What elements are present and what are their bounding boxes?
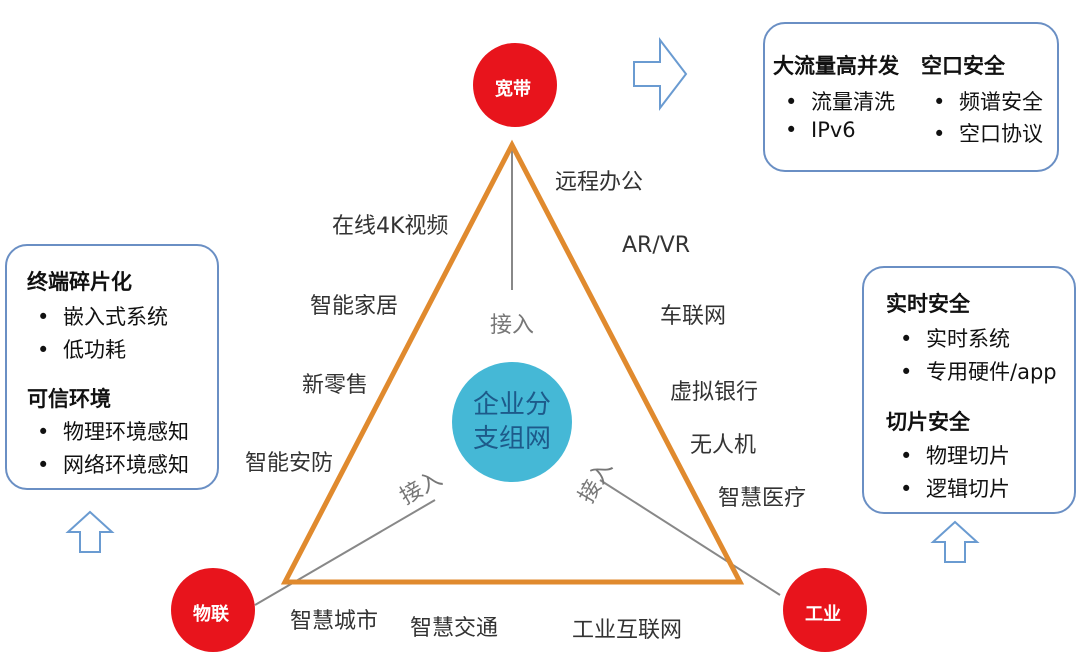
box-right: 实时安全 实时系统 专用硬件/app 切片安全 物理切片 逻辑切片 xyxy=(862,266,1076,514)
spoke-left xyxy=(254,499,436,606)
box-right-section2-item2: 逻辑切片 xyxy=(900,473,1010,503)
bottom-label-2: 智慧交通 xyxy=(410,616,499,641)
arrow-up-left-icon xyxy=(65,510,115,553)
box-top-right-title-b: 空口安全 xyxy=(921,54,1005,78)
center-line-2: 支组网 xyxy=(472,424,551,454)
bottom-label-3: 工业互联网 xyxy=(572,618,683,643)
box-top-right-title-a: 大流量高并发 xyxy=(773,54,899,78)
box-right-section1-item2: 专用硬件/app xyxy=(900,356,1057,386)
left-label-2: 智能家居 xyxy=(310,294,399,319)
arrow-right-icon xyxy=(633,37,688,111)
node-iot-circle xyxy=(171,568,255,652)
box-left-section1-title: 终端碎片化 xyxy=(27,270,132,294)
right-label-6: 智慧医疗 xyxy=(718,486,807,511)
node-broadband-label: 宽带 xyxy=(495,79,531,100)
box-right-section2-title: 切片安全 xyxy=(886,410,970,434)
box-top-right-item-b2: 空口协议 xyxy=(933,118,1043,148)
box-left-section2-item2: 网络环境感知 xyxy=(37,449,189,479)
box-left-section1-item1: 嵌入式系统 xyxy=(37,301,168,331)
box-left: 终端碎片化 嵌入式系统 低功耗 可信环境 物理环境感知 网络环境感知 xyxy=(5,244,219,490)
triangle xyxy=(280,139,745,585)
left-label-4: 智能安防 xyxy=(245,451,334,476)
node-industry-label: 工业 xyxy=(805,604,841,625)
box-top-right: 大流量高并发 空口安全 流量清洗 IPv6 频谱安全 空口协议 xyxy=(763,22,1059,172)
left-label-1: 在线4K视频 xyxy=(332,214,449,239)
center-line-1: 企业分 xyxy=(472,390,551,420)
box-right-section2-item1: 物理切片 xyxy=(900,440,1010,470)
spoke-right xyxy=(599,479,781,596)
box-top-right-item-a2: IPv6 xyxy=(785,118,856,142)
box-left-section2-title: 可信环境 xyxy=(27,387,111,411)
box-left-section1-item2: 低功耗 xyxy=(37,334,126,364)
right-label-3: 车联网 xyxy=(660,304,727,329)
right-label-5: 无人机 xyxy=(690,433,757,458)
access-label-top: 接入 xyxy=(490,313,535,338)
center-circle xyxy=(452,362,572,482)
arrow-up-right-icon xyxy=(930,520,980,563)
box-right-section1-title: 实时安全 xyxy=(886,292,970,316)
right-label-4: 虚拟银行 xyxy=(670,380,759,405)
node-iot-label: 物联 xyxy=(193,604,229,625)
box-right-section1-item1: 实时系统 xyxy=(900,323,1010,353)
left-label-3: 新零售 xyxy=(302,373,369,398)
right-label-2: AR/VR xyxy=(622,233,691,258)
bottom-label-1: 智慧城市 xyxy=(290,609,379,634)
box-top-right-item-a1: 流量清洗 xyxy=(785,86,895,116)
center-label: 企业分 支组网 xyxy=(462,388,562,456)
node-broadband-circle xyxy=(473,43,557,127)
box-left-section2-item1: 物理环境感知 xyxy=(37,416,189,446)
node-industry-circle xyxy=(783,568,867,652)
box-top-right-item-b1: 频谱安全 xyxy=(933,86,1043,116)
right-label-1: 远程办公 xyxy=(555,170,644,195)
